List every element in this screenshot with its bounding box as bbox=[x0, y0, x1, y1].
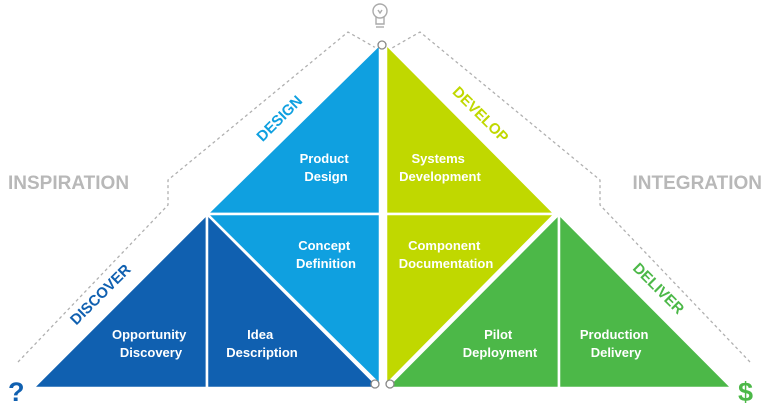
block-label-line: Deployment bbox=[463, 345, 538, 360]
block-production-delivery bbox=[557, 210, 736, 390]
block-label-line: Opportunity bbox=[112, 327, 187, 342]
dashed-outline bbox=[17, 31, 751, 363]
block-label-systems-development: Systems Development bbox=[399, 151, 481, 184]
side-label-inspiration: INSPIRATION bbox=[8, 173, 129, 194]
block-label-line: Pilot bbox=[484, 327, 513, 342]
block-label-line: Definition bbox=[296, 256, 356, 271]
dollar-sign-icon: $ bbox=[738, 377, 753, 403]
block-idea-description bbox=[205, 210, 384, 390]
block-label-line: Component bbox=[408, 238, 481, 253]
block-label-line: Development bbox=[399, 169, 481, 184]
block-label-line: Systems bbox=[411, 151, 464, 166]
question-mark-icon: ? bbox=[8, 377, 25, 403]
block-label-idea-description: Idea Description bbox=[226, 327, 298, 360]
block-opportunity-discovery bbox=[29, 210, 209, 390]
block-label-product-design: Product Design bbox=[300, 151, 353, 184]
block-label-pilot-deployment: Pilot Deployment bbox=[463, 327, 538, 360]
block-product-design bbox=[203, 41, 382, 216]
block-systems-development bbox=[384, 40, 559, 216]
block-label-concept-definition: Concept Definition bbox=[296, 238, 356, 271]
block-label-component-documentation: Component Documentation bbox=[399, 238, 494, 271]
triangle-blocks bbox=[29, 40, 736, 390]
lightbulb-icon bbox=[372, 3, 388, 28]
block-label-line: Concept bbox=[298, 238, 351, 253]
block-label-line: Description bbox=[226, 345, 298, 360]
block-component-documentation bbox=[384, 212, 558, 389]
block-label-opportunity-discovery: Opportunity Discovery bbox=[112, 327, 190, 360]
block-label-line: Delivery bbox=[591, 345, 642, 360]
bottom-right-node bbox=[385, 379, 395, 389]
block-label-production-delivery: Production Delivery bbox=[580, 327, 652, 360]
top-node bbox=[377, 40, 387, 50]
block-label-line: Idea bbox=[247, 327, 274, 342]
block-label-line: Discovery bbox=[120, 345, 183, 360]
block-label-line: Product bbox=[300, 151, 350, 166]
block-label-line: Documentation bbox=[399, 256, 494, 271]
bottom-left-node bbox=[370, 379, 380, 389]
block-label-line: Design bbox=[304, 169, 347, 184]
side-label-integration: INTEGRATION bbox=[633, 173, 762, 194]
block-label-line: Production bbox=[580, 327, 649, 342]
